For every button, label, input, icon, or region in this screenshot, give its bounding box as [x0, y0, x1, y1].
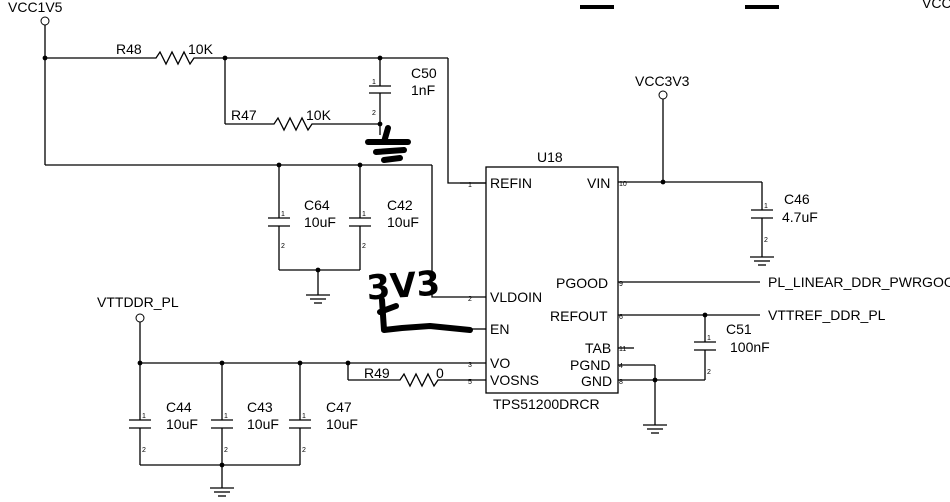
resistor-r49: R49 0 [347, 363, 460, 388]
c50-value: 1nF [411, 82, 435, 98]
svg-text:11: 11 [619, 346, 626, 353]
ic-u18: U18 TPS51200DRCR 1 REFIN 2 VLDOIN EN 3 V… [460, 149, 634, 412]
svg-text:9: 9 [619, 281, 623, 288]
pin-vo: VO [490, 355, 510, 371]
svg-text:1: 1 [764, 203, 768, 210]
capacitor-c47: 1 2 C47 10uF [289, 363, 358, 465]
c43-ref: C43 [247, 399, 273, 415]
svg-text:8: 8 [619, 379, 623, 386]
pin-tab: TAB [585, 340, 611, 356]
svg-text:2: 2 [707, 369, 711, 376]
c44-ref: C44 [166, 399, 192, 415]
svg-text:1: 1 [468, 182, 472, 189]
svg-text:4: 4 [619, 363, 623, 370]
pin-refout: REFOUT [550, 308, 608, 324]
capacitor-c44: 1 2 C44 10uF [129, 363, 198, 465]
handwritten-3v3-text: 3V3 [365, 264, 441, 309]
u18-part-number: TPS51200DRCR [493, 396, 600, 412]
r49-value: 0 [436, 365, 444, 381]
c43-value: 10uF [247, 416, 279, 432]
capacitor-c43: 1 2 C43 10uF [211, 363, 279, 465]
svg-text:1: 1 [362, 211, 366, 218]
capacitor-c64: 1 2 C64 10uF [268, 162, 336, 270]
vcc1v5-port [40, 16, 50, 26]
svg-text:5: 5 [468, 379, 472, 386]
c42-ref: C42 [387, 197, 413, 213]
c47-ref: C47 [326, 399, 352, 415]
svg-text:2: 2 [468, 296, 472, 303]
pin-vin: VIN [587, 175, 610, 191]
cutoff-bar-left [580, 5, 614, 9]
svg-text:2: 2 [764, 237, 768, 244]
pin-pgood: PGOOD [556, 275, 608, 291]
capacitor-c46: 1 2 C46 4.7uF [751, 182, 818, 257]
r47-value: 10K [306, 107, 332, 123]
ic-body [485, 166, 619, 394]
svg-text:1: 1 [281, 211, 285, 218]
r48-value: 10K [188, 41, 214, 57]
svg-text:2: 2 [362, 243, 366, 250]
u18-ref: U18 [537, 149, 563, 165]
c51-ref: C51 [726, 321, 752, 337]
c47-value: 10uF [326, 416, 358, 432]
pin-vldoin: VLDOIN [490, 289, 542, 305]
svg-text:2: 2 [372, 110, 376, 117]
handdrawn-ground-symbol [365, 125, 411, 163]
c64-ref: C64 [304, 197, 330, 213]
vttddr-port [135, 313, 145, 323]
resistor-r48: R48 10K [116, 41, 448, 66]
handwritten-3v3-note: 3V3 [365, 264, 473, 333]
capacitor-c50: 1 2 C50 1nF [369, 55, 437, 135]
pin-vosns: VOSNS [490, 372, 539, 388]
svg-text:2: 2 [302, 447, 306, 454]
vcc3v3-net: VCC3V3 [618, 73, 762, 185]
r49-ref: R49 [364, 365, 390, 381]
svg-text:2: 2 [281, 243, 285, 250]
pin-refin: REFIN [490, 175, 532, 191]
c50-ref: C50 [411, 65, 437, 81]
pin-gnd: GND [581, 373, 612, 389]
svg-text:2: 2 [142, 447, 146, 454]
ground-symbol-c46 [750, 256, 774, 266]
c64-value: 10uF [304, 214, 336, 230]
r47-ref: R47 [231, 107, 257, 123]
svg-text:1: 1 [372, 79, 376, 86]
c46-ref: C46 [784, 191, 810, 207]
c46-value: 4.7uF [782, 209, 818, 225]
vcc1v5-net: VCC1V5 [8, 0, 432, 166]
ground-symbol-c64-c42 [306, 294, 330, 304]
capacitor-c51: 1 2 C51 100nF [694, 315, 770, 380]
r48-ref: R48 [116, 41, 142, 57]
svg-text:6: 6 [619, 314, 623, 321]
c42-value: 10uF [387, 214, 419, 230]
vcc3v3-port [658, 90, 668, 100]
ground-symbol-output-caps [210, 487, 234, 497]
vcc-cut-label: VCC [922, 0, 950, 11]
svg-text:1: 1 [302, 413, 306, 420]
resistor-r47: R47 10K [224, 58, 380, 132]
svg-text:1: 1 [707, 335, 711, 342]
ground-symbol-ic [643, 424, 667, 434]
vcc3v3-label: VCC3V3 [635, 73, 690, 89]
vttref-net-label: VTTREF_DDR_PL [768, 307, 886, 323]
svg-text:2: 2 [224, 447, 228, 454]
pin-pgnd: PGND [570, 357, 610, 373]
svg-text:1: 1 [142, 413, 146, 420]
svg-text:1: 1 [224, 413, 228, 420]
svg-text:3: 3 [468, 362, 472, 369]
c51-value: 100nF [730, 339, 770, 355]
c44-value: 10uF [166, 416, 198, 432]
svg-text:10: 10 [619, 181, 627, 188]
vttddr-label: VTTDDR_PL [97, 294, 179, 310]
pwrgood-net-label: PL_LINEAR_DDR_PWRGOOD [768, 274, 950, 290]
cutoff-bar-right [745, 5, 779, 9]
vcc1v5-label: VCC1V5 [8, 0, 63, 15]
capacitor-c42: 1 2 C42 10uF [349, 162, 419, 270]
pin-en: EN [490, 321, 509, 337]
